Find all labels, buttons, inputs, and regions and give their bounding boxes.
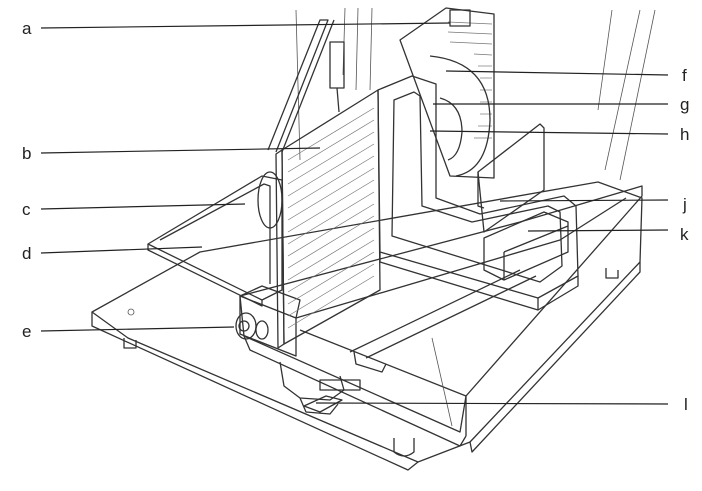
background-lines (295, 7, 656, 181)
carriage-tray (239, 185, 643, 447)
lever (303, 395, 343, 413)
label-c: c (22, 200, 31, 219)
base-plate (91, 181, 643, 471)
l-carriage (377, 75, 579, 311)
label-a: a (22, 19, 32, 38)
label-l: l (684, 395, 688, 414)
label-g: g (680, 95, 689, 114)
side-tray (147, 175, 283, 307)
support-rods (267, 19, 345, 153)
slicing-plate (275, 89, 381, 349)
end-piece-holder (477, 123, 569, 281)
label-b: b (22, 144, 31, 163)
label-d: d (22, 244, 31, 263)
slicer-illustration (91, 7, 656, 471)
label-f: f (682, 66, 687, 85)
label-k: k (680, 225, 689, 244)
label-j: j (682, 195, 687, 214)
blade-housing (399, 7, 495, 179)
blade-housing-ribs (447, 21, 493, 139)
label-h: h (680, 125, 689, 144)
slicing-plate-ribs (287, 107, 375, 329)
label-e: e (22, 322, 31, 341)
leader-lines (40, 22, 669, 405)
labels: a b c d e f g h j k l (22, 19, 689, 414)
